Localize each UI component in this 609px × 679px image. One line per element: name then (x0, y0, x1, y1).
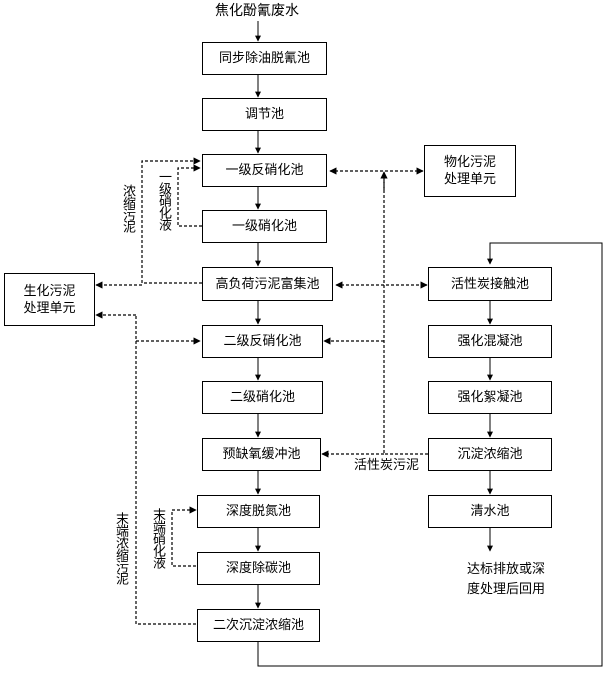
process-box-main-4: 一级硝化池 (202, 210, 327, 243)
process-box-main-8: 预缺氧缓冲池 (202, 438, 321, 471)
process-box-right-5: 清水池 (428, 495, 552, 528)
process-box-main-6: 二级反硝化池 (202, 325, 323, 358)
process-box-right-3: 强化絮凝池 (428, 381, 552, 414)
end-nitrified-liquid-label: 末端硝化液 (150, 508, 165, 568)
primary-nitrified-liquid-line (177, 164, 202, 227)
bio-sludge-unit-box: 生化污泥 处理单元 (4, 273, 95, 326)
end-concentrated-sludge-line (135, 315, 196, 625)
process-box-main-3: 一级反硝化池 (202, 154, 327, 187)
process-box-main-2: 调节池 (202, 98, 327, 131)
effluent-loop-line (257, 242, 603, 667)
process-box-right-2: 强化混凝池 (428, 325, 552, 358)
concentrated-sludge-label: 浓缩污泥 (120, 184, 135, 232)
process-box-right-4: 沉淀浓缩池 (428, 438, 552, 471)
primary-nitrified-liquid-label: 一级硝化液 (156, 170, 171, 230)
input-label: 焦化酚氰废水 (215, 3, 299, 19)
dashed-connectors (95, 157, 428, 625)
phys-sludge-unit-box: 物化污泥 处理单元 (424, 145, 516, 197)
process-box-main-9: 深度脱氮池 (197, 495, 320, 528)
process-box-main-10: 深度除碳池 (197, 552, 320, 585)
end-nitrified-liquid-line (171, 506, 197, 567)
output-label: 达标排放或深 度处理后回用 (466, 562, 545, 597)
process-box-main-1: 同步除油脱氰池 (202, 42, 327, 75)
concentrated-sludge-line (141, 157, 202, 284)
activated-carbon-sludge-label: 活性炭污泥 (354, 458, 420, 473)
end-concentrated-sludge-label: 末端浓缩污泥 (113, 512, 128, 584)
process-box-main-5: 高负荷污泥富集池 (202, 267, 333, 301)
process-box-right-1: 活性炭接触池 (428, 267, 552, 301)
process-box-main-7: 二级硝化池 (202, 381, 323, 414)
process-box-main-11: 二次沉淀浓缩池 (197, 609, 320, 642)
activated-carbon-sludge-line (383, 173, 428, 455)
main-chain-arrows (255, 21, 493, 609)
